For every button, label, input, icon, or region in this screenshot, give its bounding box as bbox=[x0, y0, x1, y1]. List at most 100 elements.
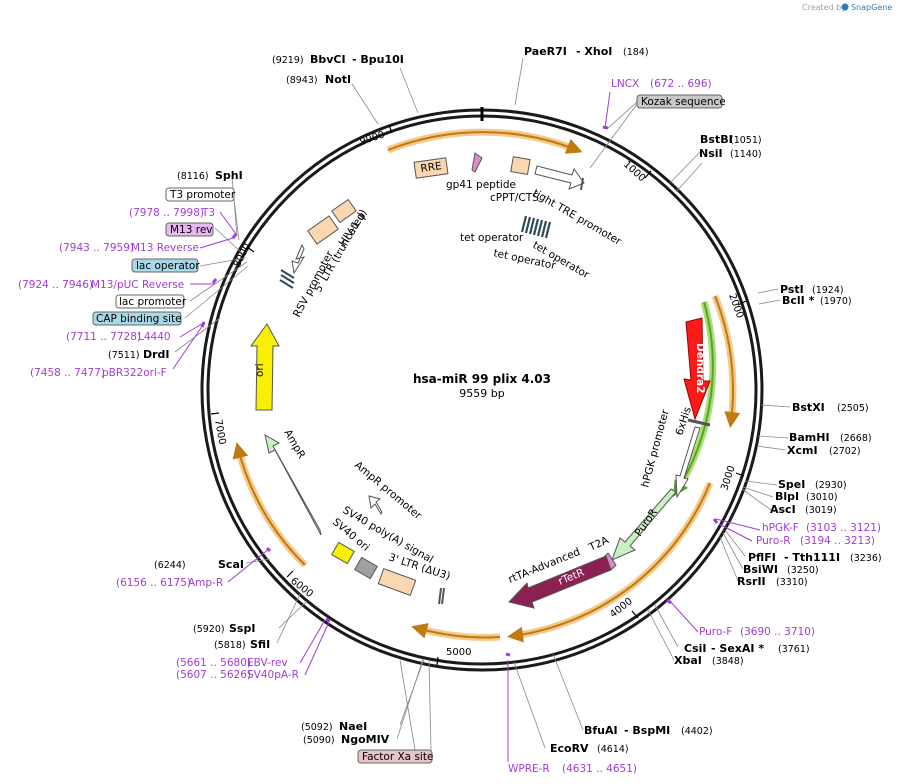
enzyme-bamhi: BamHI bbox=[789, 431, 830, 444]
rre-box bbox=[413, 157, 449, 179]
cppt-box bbox=[510, 156, 531, 176]
enzyme-nsii-pos: (1140) bbox=[730, 149, 762, 160]
enzyme-sphi: SphI bbox=[215, 169, 243, 182]
enzyme-bstbi-pos: (1051) bbox=[730, 135, 762, 146]
sv40-ori-box bbox=[331, 541, 355, 565]
tick-label-5000: 5000 bbox=[446, 647, 471, 658]
label-hpgk: hPGK promoter bbox=[639, 408, 671, 489]
enzyme-blpi-pos: (3010) bbox=[806, 492, 838, 503]
ampr-arrow bbox=[264, 434, 322, 536]
enzyme-paer7i-pos: (184) bbox=[623, 47, 649, 58]
enzyme-bbvci: BbvCI bbox=[310, 53, 346, 66]
ltr-hatch-marks bbox=[279, 269, 295, 289]
enzyme-bsiwi: BsiWI bbox=[743, 563, 778, 576]
primer-puro-r: Puro-R bbox=[756, 535, 791, 547]
primer-m13puc-rev-pos: (7924 .. 7946) bbox=[18, 279, 93, 291]
tight-tre-promoter-arrow bbox=[534, 165, 585, 190]
enzyme-xhoi: - XhoI bbox=[576, 45, 612, 58]
enzyme-noti: NotI bbox=[325, 73, 351, 86]
primer-t3: T3 bbox=[201, 207, 215, 219]
enzyme-paer7i: PaeR7I bbox=[524, 45, 567, 58]
tick-marks bbox=[210, 124, 747, 666]
enzyme-bstbi: BstBI bbox=[700, 133, 733, 146]
ltr5-box bbox=[307, 215, 339, 245]
enzyme-xcmi: XcmI bbox=[787, 444, 818, 457]
lac-operator-box bbox=[131, 258, 199, 273]
lac-promoter-label: lac promoter bbox=[119, 296, 187, 308]
puror-arrow bbox=[611, 488, 677, 561]
enzyme-sfii: SfiI bbox=[250, 638, 270, 651]
primer-m13-reverse: M13 Reverse bbox=[131, 242, 199, 254]
primer-hpgk-f-pos: (3103 .. 3121) bbox=[806, 522, 881, 534]
enzyme-spei-pos: (2930) bbox=[815, 480, 847, 491]
hpgk-promoter-arrow bbox=[675, 426, 701, 499]
backbone bbox=[200, 107, 764, 672]
enzyme-xbai: XbaI bbox=[674, 654, 702, 667]
enzyme-sspi: SspI bbox=[229, 622, 255, 635]
enzyme-sphi-pos: (8116) bbox=[177, 171, 209, 182]
label-gp41: gp41 peptide bbox=[446, 179, 516, 191]
primer-puro-f: Puro-F bbox=[699, 626, 732, 638]
enzyme-scai-pos: (6244) bbox=[154, 560, 186, 571]
dendra2-arrow bbox=[683, 317, 711, 421]
enzyme-ecorv-pos: (4614) bbox=[597, 744, 629, 755]
enzyme-sfii-pos: (5818) bbox=[214, 640, 246, 651]
label-tight-tre: tight TRE promoter bbox=[531, 187, 624, 248]
factor-xa-box bbox=[357, 749, 433, 764]
ltr3-box bbox=[377, 568, 417, 596]
enzyme-bfuai-pos: (4402) bbox=[681, 726, 713, 737]
primer-puro-f-pos: (3690 .. 3710) bbox=[740, 626, 815, 638]
enzyme-xcmi-pos: (2702) bbox=[829, 446, 861, 457]
ampr-promoter-arrow bbox=[368, 495, 383, 516]
primer-ebv-rev-pos: (5661 .. 5680) bbox=[176, 657, 251, 669]
enzyme-asci: AscI bbox=[770, 503, 796, 516]
primer-t3-pos: (7978 .. 7998) bbox=[129, 207, 204, 219]
primer-lncx: LNCX bbox=[611, 78, 639, 90]
enzyme-bamhi-pos: (2668) bbox=[840, 433, 872, 444]
label-tet-op-1: tet operator bbox=[460, 232, 524, 244]
label-ori: ori bbox=[254, 363, 266, 377]
enzyme-pflfi-pos: (3236) bbox=[850, 553, 882, 564]
rsv-promoter-arrow bbox=[291, 243, 306, 275]
primer-puro-r-pos: (3194 .. 3213) bbox=[800, 535, 875, 547]
enzyme-xbai-pos: (3848) bbox=[712, 656, 744, 667]
enzyme-labels-right: PaeR7I - XhoI (184) BstBI (1051) NsiI (1… bbox=[524, 45, 882, 755]
t3-promoter-box bbox=[165, 187, 235, 202]
primer-pbr322ori-f-pos: (7458 .. 7477) bbox=[30, 367, 105, 379]
enzyme-pflfi: PflFI bbox=[748, 551, 776, 564]
primer-m13-reverse-pos: (7943 .. 7959) bbox=[59, 242, 134, 254]
t3-promoter-label: T3 promoter bbox=[169, 189, 236, 201]
m13-rev-box bbox=[165, 222, 214, 237]
primer-sv40pa-r-pos: (5607 .. 5626) bbox=[176, 669, 251, 681]
label-rre: RRE bbox=[420, 160, 443, 175]
enzyme-psti-pos: (1924) bbox=[812, 285, 844, 296]
label-t2a: T2A bbox=[586, 534, 611, 554]
enzyme-spei: SpeI bbox=[778, 478, 805, 491]
enzyme-bstxi: BstXI bbox=[792, 401, 825, 414]
enzyme-bstxi-pos: (2505) bbox=[837, 403, 869, 414]
boxed-feature-labels: Kozak sequence T3 promoter M13 rev lac o… bbox=[92, 94, 726, 764]
cap-binding-label: CAP binding site bbox=[96, 313, 182, 325]
enzyme-naei-pos: (5092) bbox=[301, 722, 333, 733]
enzyme-bcli: BclI * bbox=[782, 294, 815, 307]
enzyme-sspi-pos: (5920) bbox=[193, 624, 225, 635]
enzyme-drdi-pos: (7511) bbox=[108, 350, 140, 361]
enzyme-csii-pos: (3761) bbox=[778, 644, 810, 655]
enzyme-ngomiv: NgoMIV bbox=[341, 733, 390, 746]
primer-marks bbox=[200, 125, 719, 657]
kozak-label: Kozak sequence bbox=[641, 96, 726, 108]
enzyme-naei: NaeI bbox=[339, 720, 367, 733]
enzyme-bbvci-pos: (9219) bbox=[272, 55, 304, 66]
primer-hpgk-f: hPGK-F bbox=[762, 522, 799, 534]
credit-prefix: Created by bbox=[802, 3, 846, 12]
cap-binding-box bbox=[92, 311, 182, 326]
primer-amp-r-pos: (6156 .. 6175) bbox=[116, 577, 191, 589]
sv40-polya-box bbox=[354, 556, 378, 580]
label-puror: PuroR bbox=[633, 507, 660, 539]
primer-sv40pa-r: SV40pA-R bbox=[247, 669, 299, 681]
primer-l4440-pos: (7711 .. 7728) bbox=[66, 331, 141, 343]
plasmid-name: hsa-miR 99 plix 4.03 bbox=[413, 372, 551, 386]
tick-label-7000: 7000 bbox=[212, 419, 227, 446]
tick-label-2000: 2000 bbox=[726, 292, 745, 320]
